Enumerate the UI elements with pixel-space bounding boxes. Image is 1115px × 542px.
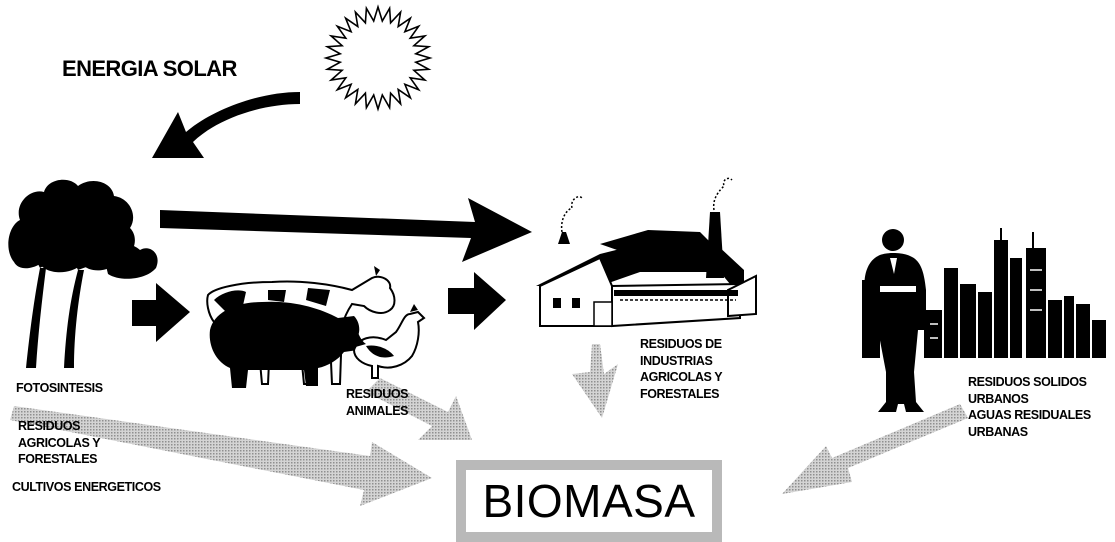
industries-to-biomasa-arrow bbox=[572, 344, 618, 418]
tree-icon bbox=[8, 180, 157, 368]
tree-to-factory-arrow bbox=[160, 198, 532, 262]
solar-energy-arrow bbox=[152, 92, 300, 158]
sun-icon bbox=[326, 7, 430, 109]
residuos-agricolas-label: RESIDUOS AGRICOLAS Y FORESTALES bbox=[18, 418, 100, 468]
residuos-urbanos-label: RESIDUOS SOLIDOS URBANOS AGUAS RESIDUALE… bbox=[968, 374, 1091, 440]
rooster-icon bbox=[349, 304, 424, 378]
fotosintesis-label: FOTOSINTESIS bbox=[16, 380, 103, 397]
cultivos-energeticos-label: CULTIVOS ENERGETICOS bbox=[12, 479, 161, 496]
biomasa-box: BIOMASA bbox=[456, 460, 722, 542]
animals-to-factory-arrow bbox=[448, 272, 506, 330]
biomasa-title: BIOMASA bbox=[482, 474, 695, 528]
residuos-industrias-label: RESIDUOS DE INDUSTRIAS AGRICOLAS Y FORES… bbox=[640, 336, 722, 402]
factory-icon bbox=[536, 178, 756, 326]
tree-to-animals-arrow bbox=[132, 283, 190, 342]
energia-solar-label: ENERGIA SOLAR bbox=[62, 54, 237, 83]
residuos-animales-label: RESIDUOS ANIMALES bbox=[346, 386, 408, 419]
biomasa-inner: BIOMASA bbox=[466, 470, 712, 532]
urban-to-biomasa-arrow bbox=[782, 404, 968, 494]
